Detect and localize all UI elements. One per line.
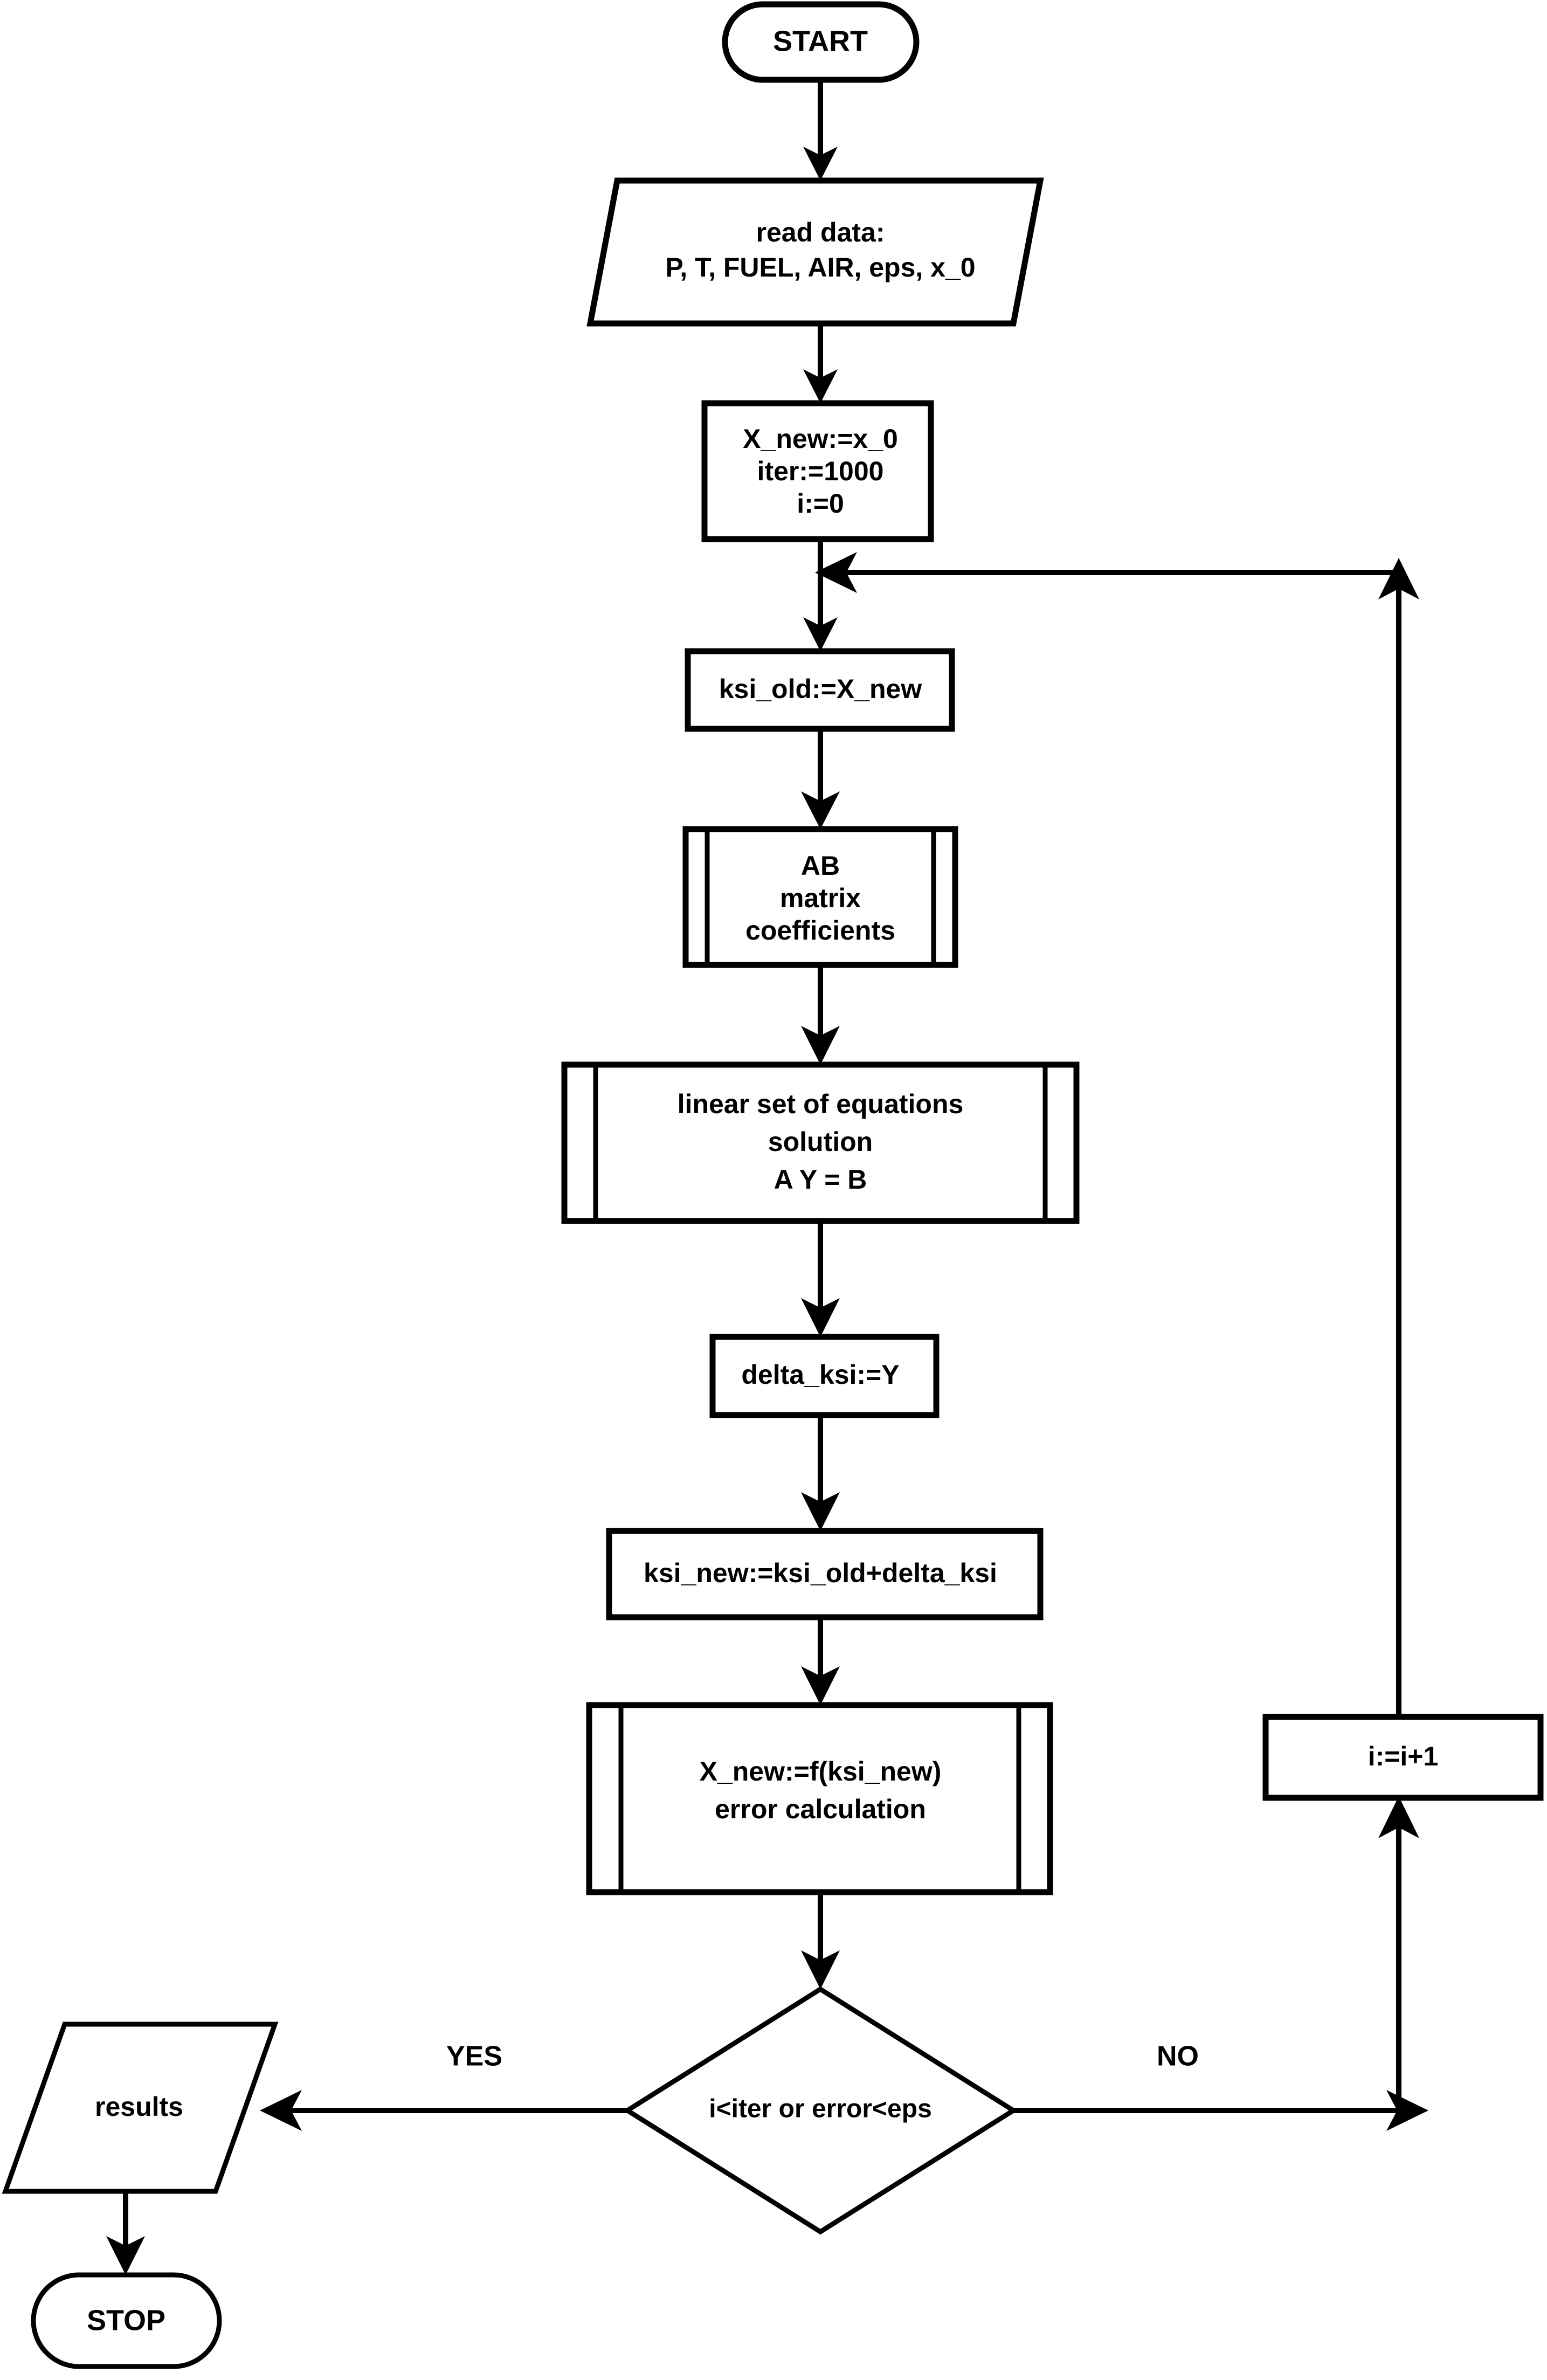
- node-x-new-error-line1: X_new:=f(ksi_new): [700, 1756, 942, 1786]
- node-ksi-old-line1: ksi_old:=X_new: [719, 674, 922, 704]
- node-decision-line1: i<iter or error<eps: [709, 2095, 932, 2123]
- edge-ab-matrix-to-linear-solve: [801, 965, 840, 1065]
- edge-label-no: NO: [1157, 2041, 1199, 2072]
- edge-ksi-old-to-ab-matrix: [801, 729, 840, 829]
- node-stop-label: STOP: [87, 2304, 165, 2336]
- edge-increment-to-ksi-old-feedback: [815, 552, 1419, 1717]
- edge-linear-solve-to-delta-ksi: [801, 1221, 840, 1337]
- node-linear-solve-line3: A Y = B: [774, 1164, 867, 1195]
- node-ksi-new-line1: ksi_new:=ksi_old+delta_ksi: [644, 1558, 997, 1588]
- edge-init-to-ksi-old: [803, 539, 838, 651]
- node-results[interactable]: results: [2, 2022, 279, 2194]
- node-start-label: START: [773, 25, 868, 57]
- node-read-data[interactable]: read data: P, T, FUEL, AIR, eps, x_0: [586, 177, 1044, 327]
- node-read-data-line2: P, T, FUEL, AIR, eps, x_0: [665, 252, 975, 282]
- node-x-new-error[interactable]: X_new:=f(ksi_new) error calculation: [586, 1702, 1053, 1895]
- node-init[interactable]: X_new:=x_0 iter:=1000 i:=0: [701, 400, 934, 542]
- node-init-line1: X_new:=x_0: [743, 424, 898, 454]
- node-increment-line1: i:=i+1: [1368, 1741, 1439, 1771]
- node-increment[interactable]: i:=i+1: [1262, 1714, 1544, 1801]
- node-ksi-old[interactable]: ksi_old:=X_new: [685, 648, 955, 732]
- edge-read-data-to-init: [803, 323, 838, 403]
- node-ksi-new[interactable]: ksi_new:=ksi_old+delta_ksi: [606, 1528, 1044, 1620]
- node-ab-matrix-line3: coefficients: [745, 915, 895, 946]
- node-start[interactable]: START: [722, 1, 920, 83]
- node-ab-matrix-line1: AB: [801, 851, 840, 881]
- edge-ksi-new-to-x-new-error: [801, 1617, 840, 1705]
- node-x-new-error-line2: error calculation: [715, 1794, 926, 1824]
- edge-delta-ksi-to-ksi-new: [801, 1415, 840, 1531]
- node-results-line1: results: [95, 2092, 183, 2122]
- node-init-line3: i:=0: [797, 488, 844, 519]
- edge-start-to-read-data: [803, 80, 838, 181]
- edge-x-new-error-to-decision: [801, 1892, 840, 1989]
- node-stop[interactable]: STOP: [31, 2272, 222, 2369]
- node-delta-ksi[interactable]: delta_ksi:=Y: [709, 1334, 940, 1418]
- node-ab-matrix-line2: matrix: [780, 883, 861, 913]
- node-linear-solve-line1: linear set of equations: [678, 1089, 964, 1119]
- node-linear-solve-line2: solution: [768, 1127, 873, 1157]
- edge-results-to-stop: [106, 2191, 145, 2275]
- node-ab-matrix[interactable]: AB matrix coefficients: [682, 826, 958, 968]
- node-read-data-line1: read data:: [756, 217, 885, 247]
- edge-label-yes: YES: [446, 2041, 502, 2072]
- edge-decision-to-increment-no: [981, 1796, 1428, 2131]
- node-delta-ksi-line1: delta_ksi:=Y: [741, 1360, 899, 1390]
- node-linear-solve[interactable]: linear set of equations solution A Y = B: [561, 1061, 1080, 1224]
- edge-decision-to-results-yes: [260, 2090, 660, 2131]
- node-decision[interactable]: i<iter or error<eps: [623, 1986, 1018, 2235]
- node-init-line2: iter:=1000: [757, 456, 884, 486]
